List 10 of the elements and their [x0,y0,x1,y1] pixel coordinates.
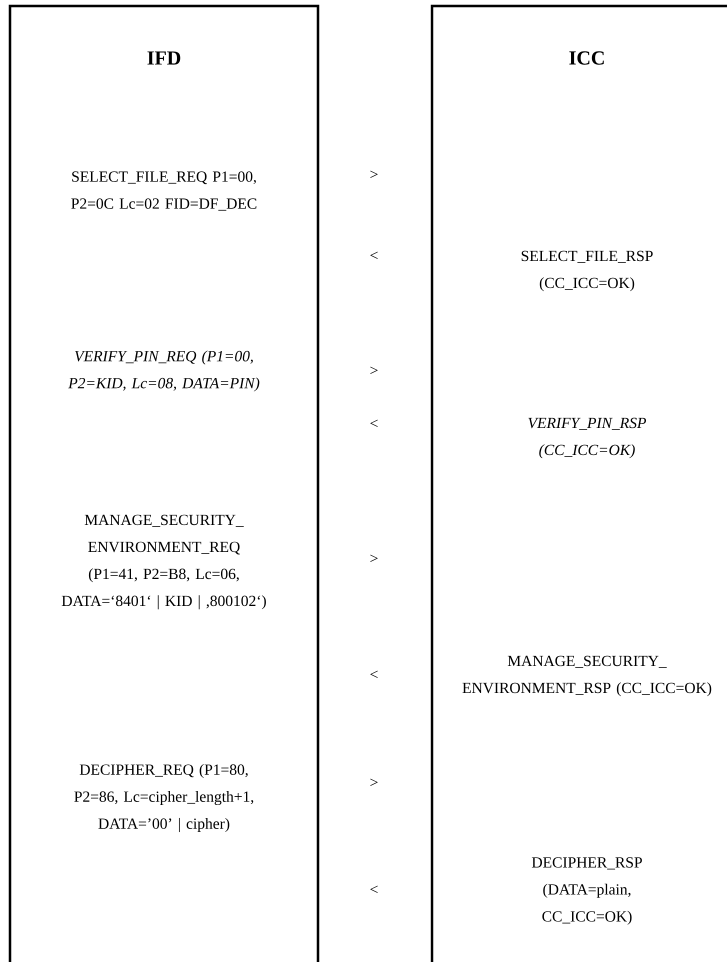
direction-arrow: < [370,886,378,894]
direction-arrow: > [370,778,378,786]
direction-arrow: < [370,670,378,678]
direction-arrow: > [370,170,378,178]
lifeline-column: IFD SELECT_FILE_REQ P1=00, P2=0C Lc=02 FID=DF_DEC VERIFY_PIN_REQ (P1=00, P2=KID, Lc=08, DATA=PIN) MANAGE_SECURITY_ ENVIRONMENT_REQ (P1=41, P2=B8, Lc=06, DATA=‘8401‘ | KID | ,800102‘) DECIPHER_REQ (P1=80, P2=86, Lc=cipher_length+1, DATA=’00’ | cipher) [8,4,320,962]
direction-arrow: > [370,554,378,562]
direction-arrow: < [370,252,378,260]
direction-arrow: > [370,366,378,374]
direction-arrow: < [370,420,378,428]
lifeline-column: ICC SELECT_FILE_RSP (CC_ICC=OK) VERIFY_PIN_RSP (CC_ICC=OK) MANAGE_SECURITY_ ENVIRONMENT_RSP (CC_ICC=OK) DECIPHER_RSP (DATA=plain, CC_ICC=OK) [430,4,727,962]
